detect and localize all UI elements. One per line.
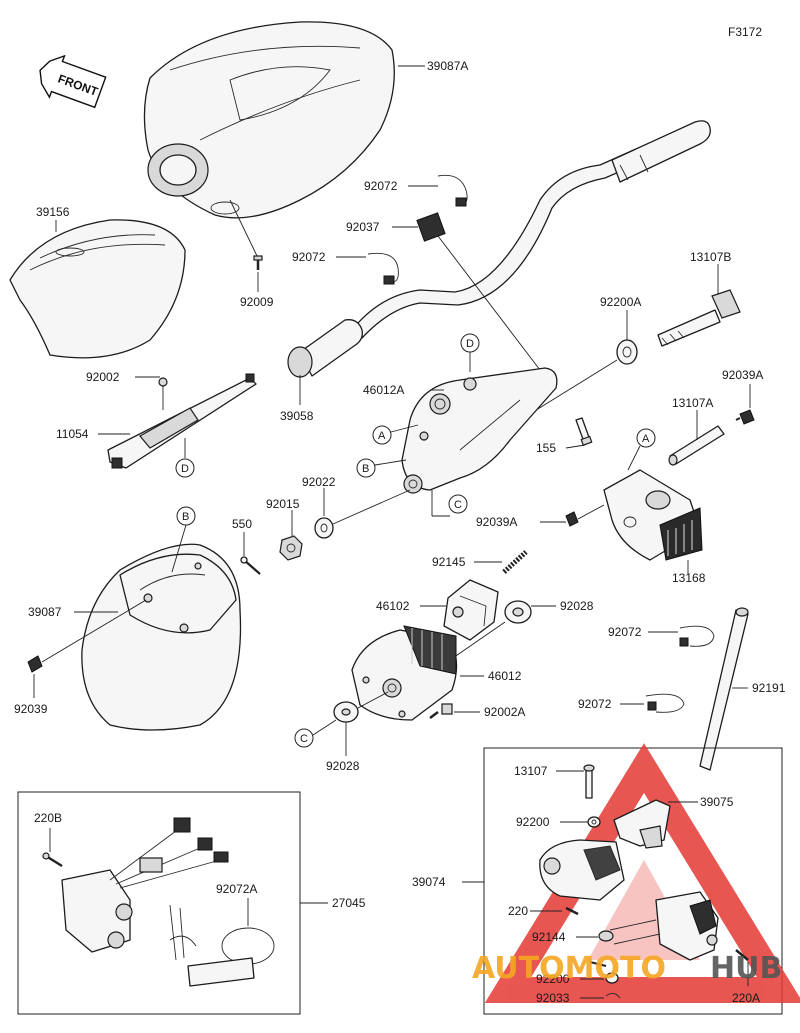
clamp-92072-right-1 bbox=[679, 625, 715, 647]
label-39087: 39087 bbox=[28, 605, 62, 619]
spring-92145 bbox=[502, 550, 528, 574]
callout-a-2: A bbox=[642, 433, 650, 445]
callout-d-2: D bbox=[466, 338, 474, 350]
label-46102: 46102 bbox=[376, 599, 410, 613]
nut-92015 bbox=[279, 535, 303, 561]
figure-code: F3172 bbox=[728, 25, 762, 39]
label-92072-mid: 92072 bbox=[292, 250, 326, 264]
plug-92039A-b bbox=[565, 504, 605, 527]
plug-92039 bbox=[27, 599, 147, 673]
pin-13107A bbox=[668, 425, 725, 466]
label-39087A: 39087A bbox=[427, 59, 468, 73]
holder-46012 bbox=[351, 625, 458, 721]
clamp-92072-mid bbox=[367, 252, 399, 285]
label-92072-r2: 92072 bbox=[578, 697, 612, 711]
label-92191: 92191 bbox=[752, 681, 786, 695]
callout-a-1: A bbox=[378, 430, 386, 442]
label-92002A: 92002A bbox=[484, 705, 525, 719]
washer-92200-b bbox=[589, 961, 619, 984]
label-39156: 39156 bbox=[36, 205, 70, 219]
label-92072-top: 92072 bbox=[364, 179, 398, 193]
callout-c-1: C bbox=[454, 499, 462, 511]
label-92145: 92145 bbox=[432, 555, 466, 569]
label-92028-right: 92028 bbox=[560, 599, 594, 613]
box-39074 bbox=[483, 747, 783, 1015]
label-92200-b: 92200 bbox=[536, 972, 570, 986]
box-27045 bbox=[17, 791, 301, 1015]
bracket-13168 bbox=[603, 469, 703, 561]
callout-b-2: B bbox=[182, 511, 189, 523]
clamp-92072-top bbox=[437, 174, 468, 207]
throttle-lever-assembly bbox=[539, 839, 719, 961]
bolt-155 bbox=[575, 417, 593, 446]
handlebar-cover-lower bbox=[81, 543, 242, 731]
label-92144: 92144 bbox=[532, 930, 566, 944]
label-92002: 92002 bbox=[86, 370, 120, 384]
lever-39075 bbox=[613, 799, 671, 849]
block-46102 bbox=[443, 579, 499, 641]
plug-92039A bbox=[735, 409, 755, 425]
watermark-text-orange: AUTOMOTO bbox=[472, 951, 666, 986]
label-11054: 11054 bbox=[56, 427, 89, 441]
washer-92200 bbox=[587, 816, 601, 828]
screw-220 bbox=[565, 906, 579, 916]
cover-mat-39156 bbox=[9, 219, 186, 359]
label-92039: 92039 bbox=[14, 702, 48, 716]
pin-13107 bbox=[583, 764, 595, 799]
label-92009: 92009 bbox=[240, 295, 274, 309]
label-92072A: 92072A bbox=[216, 882, 257, 896]
label-13107: 13107 bbox=[514, 764, 548, 778]
label-92028-bottom: 92028 bbox=[326, 759, 360, 773]
clamp-92072A bbox=[169, 904, 275, 987]
label-92039A-b: 92039A bbox=[476, 515, 517, 529]
label-39074: 39074 bbox=[412, 875, 446, 889]
label-39058: 39058 bbox=[280, 409, 314, 423]
label-13107B: 13107B bbox=[690, 250, 731, 264]
label-92037: 92037 bbox=[346, 220, 380, 234]
label-92015: 92015 bbox=[266, 497, 300, 511]
washer-92022 bbox=[314, 489, 411, 539]
screw-220A bbox=[735, 949, 749, 961]
tube-92191 bbox=[699, 607, 749, 771]
label-13107A: 13107A bbox=[672, 396, 713, 410]
callout-b-1: B bbox=[362, 463, 369, 475]
handlebar bbox=[287, 120, 711, 378]
label-39075: 39075 bbox=[700, 795, 734, 809]
label-13168: 13168 bbox=[672, 571, 706, 585]
bolt-92002A bbox=[429, 703, 453, 719]
label-92039A: 92039A bbox=[722, 368, 763, 382]
clip-92033 bbox=[605, 993, 621, 999]
label-92200: 92200 bbox=[516, 815, 550, 829]
front-arrow-icon: FRONT bbox=[39, 54, 107, 109]
clamp-92072-right-2 bbox=[645, 693, 685, 713]
label-46012: 46012 bbox=[488, 669, 522, 683]
watermark-text-gray: HUB bbox=[710, 951, 782, 986]
label-92033: 92033 bbox=[536, 991, 570, 1005]
collar-92144 bbox=[598, 930, 614, 942]
screw-220B bbox=[42, 852, 63, 868]
label-92200A: 92200A bbox=[600, 295, 641, 309]
washer-92028-right bbox=[449, 600, 532, 661]
callout-c-2: C bbox=[300, 733, 308, 745]
pin-550 bbox=[240, 556, 261, 575]
label-220: 220 bbox=[508, 904, 528, 918]
washer-92028-bottom bbox=[333, 691, 389, 723]
label-27045: 27045 bbox=[332, 896, 366, 910]
bracket-11054 bbox=[107, 373, 257, 469]
holder-46012A bbox=[401, 367, 558, 494]
handlebar-cover-upper bbox=[143, 21, 395, 219]
bolt-13107B bbox=[657, 289, 741, 347]
switch-assembly-27045 bbox=[61, 817, 229, 953]
label-92022: 92022 bbox=[302, 475, 336, 489]
clip-92037 bbox=[416, 212, 541, 371]
label-46012A: 46012A bbox=[363, 383, 404, 397]
label-550: 550 bbox=[232, 517, 252, 531]
label-155: 155 bbox=[536, 441, 556, 455]
callout-d-top: D bbox=[181, 463, 189, 475]
label-92072-r1: 92072 bbox=[608, 625, 642, 639]
screw-92009 bbox=[229, 199, 263, 270]
label-220A: 220A bbox=[732, 991, 760, 1005]
label-220B: 220B bbox=[34, 811, 62, 825]
